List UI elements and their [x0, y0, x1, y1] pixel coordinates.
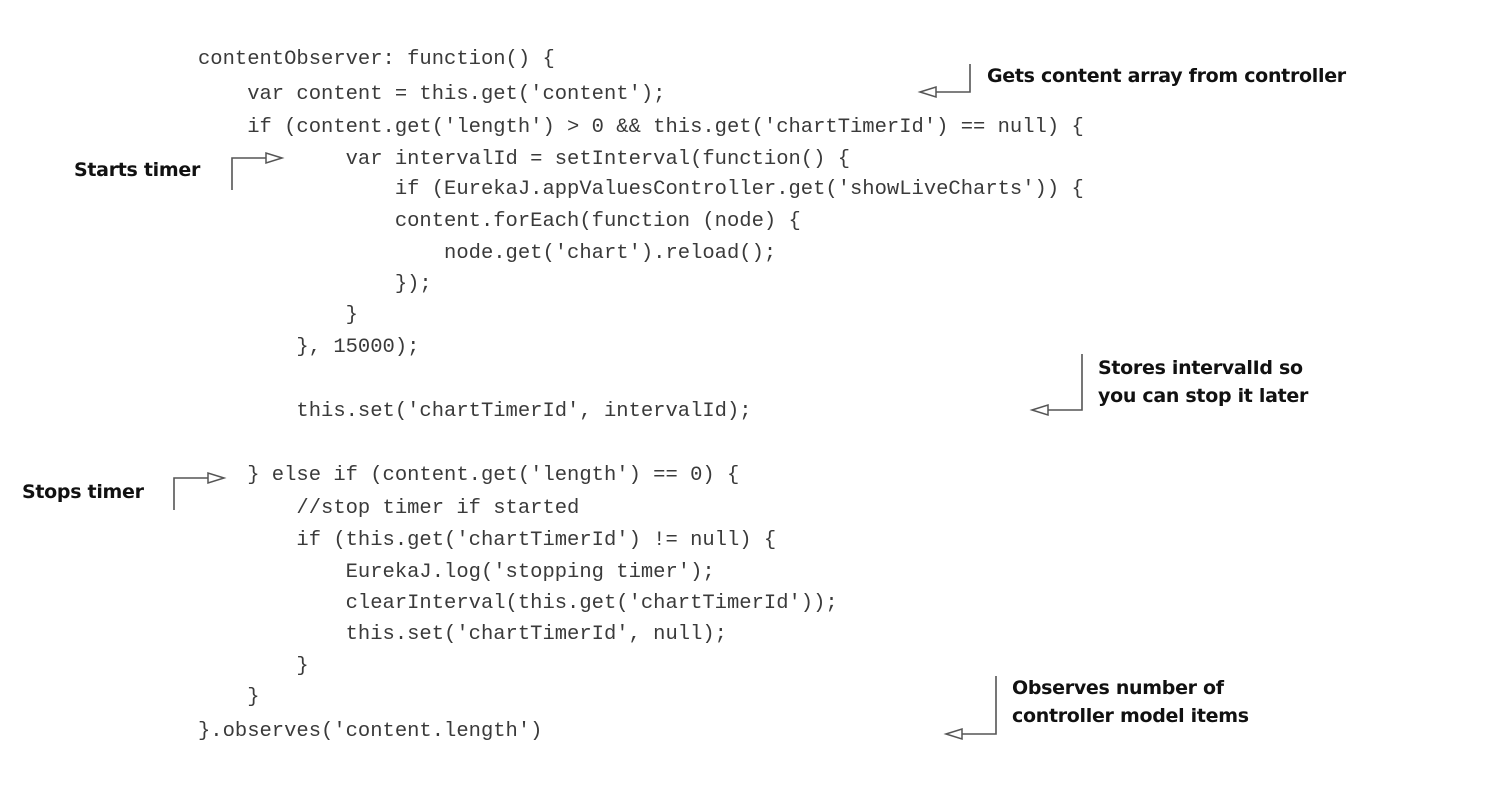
code-line: var content = this.get('content');: [198, 83, 666, 106]
callout-arrow-stores-interval-id: [1029, 354, 1083, 417]
code-line: });: [198, 273, 432, 296]
code-line: }: [198, 304, 358, 327]
callout-arrow-observes-items: [943, 676, 997, 741]
annotation-stores-interval-id: Stores intervalId so you can stop it lat…: [1098, 354, 1308, 410]
annotation-line: Starts timer: [74, 159, 201, 181]
code-line: content.forEach(function (node) {: [198, 210, 801, 233]
code-line: if (this.get('chartTimerId') != null) {: [198, 529, 777, 552]
code-line: }.observes('content.length'): [198, 720, 543, 743]
annotation-stops-timer: Stops timer: [22, 478, 144, 506]
callout-arrow-gets-content: [917, 64, 971, 99]
annotation-line: Stops timer: [22, 481, 144, 503]
annotation-starts-timer: Starts timer: [74, 156, 200, 184]
annotation-observes-items: Observes number of controller model item…: [1012, 674, 1249, 730]
code-line: }: [198, 655, 309, 678]
code-line: clearInterval(this.get('chartTimerId'));: [198, 592, 838, 615]
code-line: contentObserver: function() {: [198, 48, 555, 71]
code-line: EurekaJ.log('stopping timer');: [198, 561, 715, 584]
code-line: this.set('chartTimerId', null);: [198, 623, 727, 646]
code-line: if (EurekaJ.appValuesController.get('sho…: [198, 178, 1084, 201]
annotation-line: Stores intervalId so: [1098, 357, 1303, 379]
code-line: if (content.get('length') > 0 && this.ge…: [198, 116, 1084, 139]
code-line: }: [198, 686, 260, 709]
annotation-line: Observes number of: [1012, 677, 1224, 699]
annotation-line: Gets content array from controller: [987, 65, 1346, 87]
annotation-line: you can stop it later: [1098, 385, 1309, 407]
code-line: //stop timer if started: [198, 497, 580, 520]
code-line: } else if (content.get('length') == 0) {: [198, 464, 740, 487]
code-line: }, 15000);: [198, 336, 420, 359]
code-line: this.set('chartTimerId', intervalId);: [198, 400, 752, 423]
annotation-gets-content: Gets content array from controller: [987, 62, 1346, 90]
annotation-line: controller model items: [1012, 705, 1249, 727]
code-line: node.get('chart').reload();: [198, 242, 777, 265]
code-line: var intervalId = setInterval(function() …: [198, 148, 851, 171]
